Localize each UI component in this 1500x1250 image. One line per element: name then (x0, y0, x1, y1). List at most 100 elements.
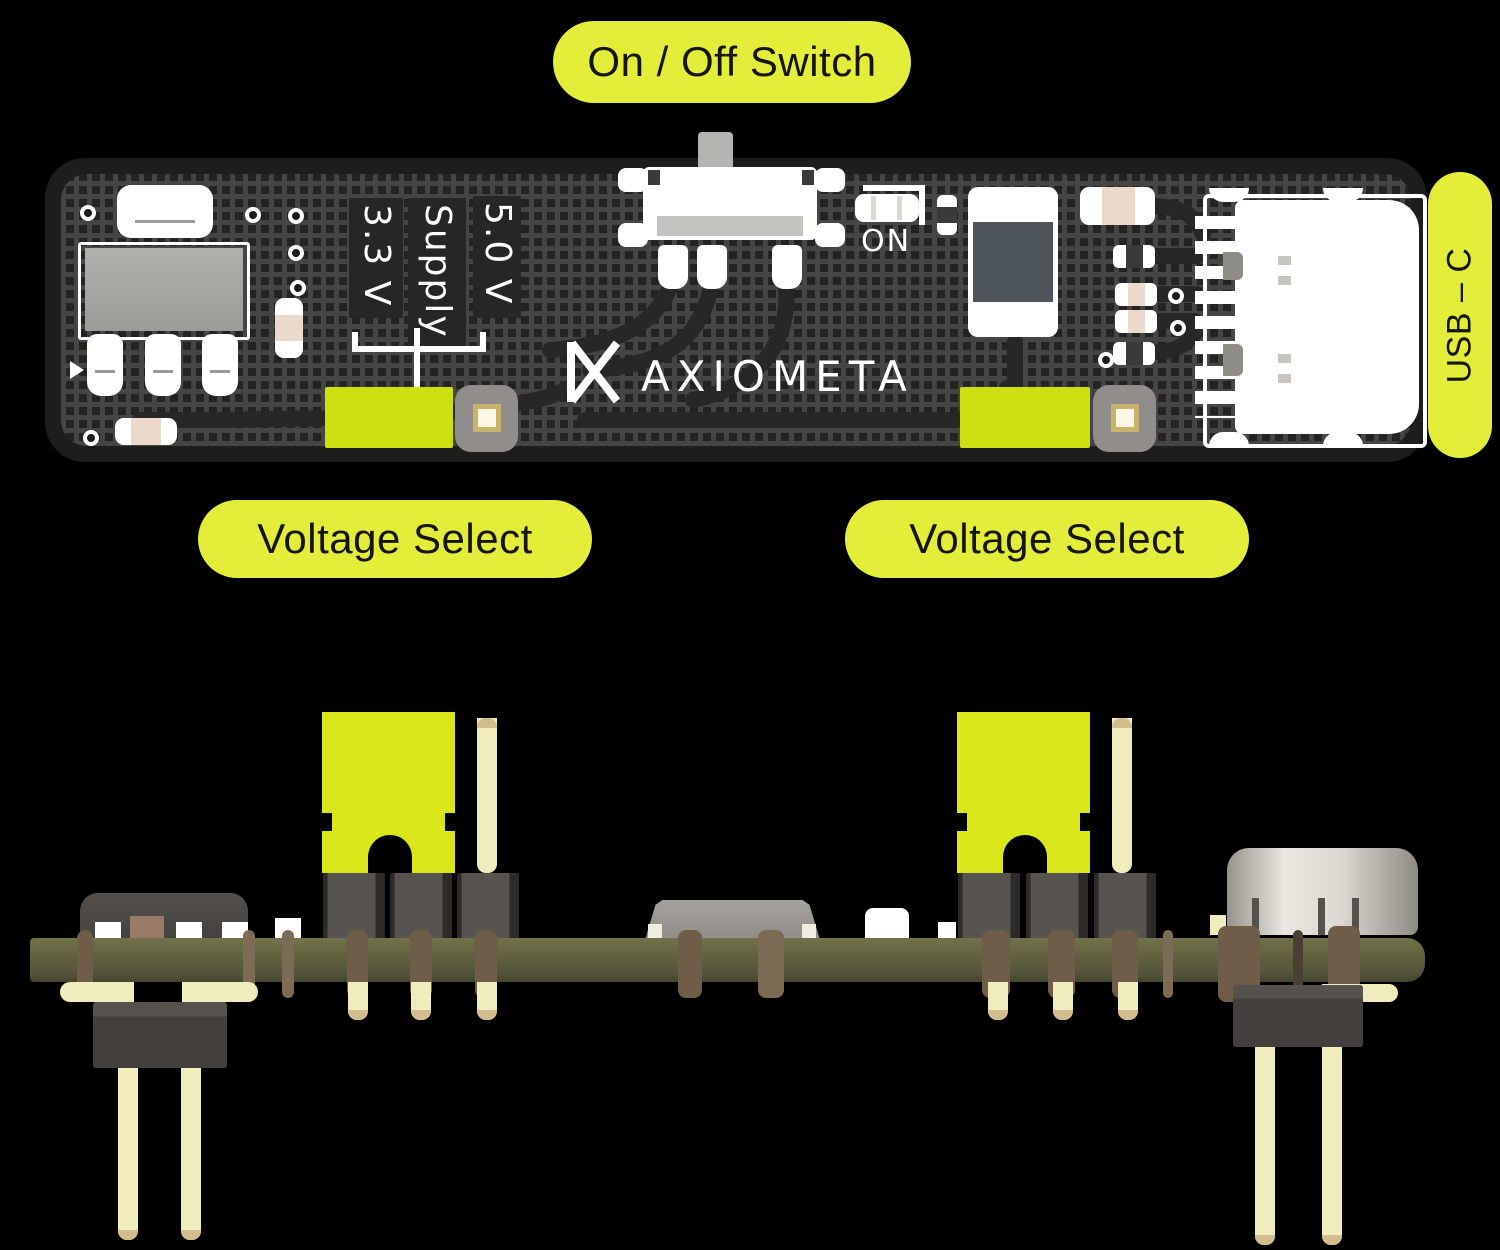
switch-leg-1 (658, 245, 688, 289)
usb-c-connector (1235, 200, 1419, 434)
voltage-jumper-left (325, 387, 453, 448)
pcb-side-view (0, 700, 1500, 1250)
through-hole-pad (243, 930, 255, 998)
regulator-leg-stripe-1 (95, 370, 115, 373)
on-bracket-top (863, 185, 925, 191)
via (80, 205, 96, 221)
side-sot-pad (176, 922, 202, 941)
usb-c-label: USB – C (1428, 172, 1492, 458)
side-usb-c-leg-slot (1318, 898, 1325, 935)
header-pin-stub (1053, 982, 1073, 1020)
silkscreen-5v-patch: 5.0 V (473, 196, 521, 318)
on-off-switch-label-text: On / Off Switch (587, 38, 877, 85)
side-switch (645, 900, 820, 940)
jumper-notch (322, 813, 332, 831)
passive-3-body (1128, 310, 1145, 333)
silkscreen-supply-patch: Supply (408, 198, 466, 350)
power-led (855, 194, 919, 222)
side-switch-foot (802, 924, 816, 940)
power-led-stripe-1 (871, 196, 876, 220)
side-sot-pad (222, 922, 248, 941)
side-led (865, 908, 909, 940)
pin-header-block (1094, 873, 1156, 940)
regulator-leg-stripe-2 (153, 370, 173, 373)
via (83, 430, 99, 446)
regulator-leg-3 (202, 334, 238, 396)
axiometa-logo-mark-icon (567, 340, 621, 404)
usb-c-latch-bottom (1223, 344, 1243, 376)
through-hole-pad (475, 930, 497, 998)
switch-inner-shade (657, 216, 803, 236)
power-led-stripe-2 (897, 196, 902, 220)
usb-c-mount-tab (1323, 188, 1363, 202)
bulk-capacitor-body (973, 222, 1053, 302)
through-hole-pad (347, 930, 368, 998)
usb-c-mount-tab (1323, 432, 1363, 446)
pin-header-block (958, 873, 1020, 940)
resistor-top-right-body (1102, 187, 1135, 225)
rail-bracket-left-tick (352, 332, 358, 352)
side-switch-foot (648, 924, 662, 940)
switch-notch-right (802, 170, 814, 185)
usb-c-mount-tab (1209, 432, 1249, 446)
silkscreen-3v3-text: 3.3 V (356, 204, 397, 308)
via (1168, 288, 1184, 304)
voltage-select-label-right: Voltage Select (845, 500, 1249, 578)
on-bracket-right (919, 185, 925, 225)
bottom-header-pin (181, 1068, 201, 1240)
polarity-arrow-icon (70, 361, 84, 379)
silkscreen-supply-text: Supply (417, 204, 458, 339)
pcb-top-view: 3.3 V Supply 5.0 V (45, 132, 1427, 462)
via (288, 208, 304, 224)
voltage-jumper-right (960, 387, 1090, 448)
axiometa-logo-text: AXIOMETA (641, 352, 914, 401)
through-hole-pad (410, 930, 432, 998)
regulator-leg-2 (145, 334, 181, 396)
through-hole-pad (1293, 930, 1303, 998)
side-small-component (275, 918, 301, 941)
through-hole-pad (282, 930, 294, 998)
usb-c-contact-mark (1278, 276, 1291, 285)
usb-c-pin-comb (1195, 216, 1237, 418)
jumper-notch (1080, 813, 1090, 831)
jumper-notch (957, 813, 967, 831)
silkscreen-5v-text: 5.0 V (477, 202, 518, 306)
switch-leg-2 (697, 245, 727, 289)
side-usb-c-leg-slot (1252, 898, 1259, 935)
header-pin-tall-right (1112, 718, 1132, 873)
voltage-select-label-left: Voltage Select (198, 500, 592, 578)
header-pin-stub (988, 982, 1008, 1020)
led-resistor-body (937, 207, 957, 223)
side-small-square (938, 922, 956, 940)
header-pin-stub (348, 982, 368, 1020)
jumper-arch-cutout (1003, 835, 1047, 873)
via (290, 280, 306, 296)
pin-header-block (390, 873, 452, 940)
through-hole-pad (678, 930, 702, 998)
regulator-leg-1 (87, 334, 123, 396)
usb-c-contact-mark (1278, 354, 1291, 363)
side-jumper-right (957, 712, 1090, 873)
header-pin-stub (411, 982, 431, 1020)
via (1098, 352, 1114, 368)
voltage-select-label-right-text: Voltage Select (909, 515, 1185, 562)
bottom-header-pin (1322, 1047, 1342, 1245)
usb-c-mount-tab (1209, 188, 1249, 202)
bottom-header-right (1233, 985, 1363, 1047)
bent-pin-right (182, 982, 258, 1002)
pcb-edge-bar (30, 938, 1425, 982)
resistor-bottom-left-body (131, 418, 161, 445)
header-pin-stub (477, 982, 497, 1020)
bent-pin-left (60, 982, 134, 1002)
silkscreen-on-text: ON (861, 224, 912, 259)
via (245, 207, 261, 223)
through-hole-pad (77, 930, 93, 998)
passive-2-body (1128, 283, 1145, 306)
via (1170, 320, 1186, 336)
pin-header-block (457, 873, 519, 940)
voltage-select-label-left-text: Voltage Select (257, 515, 533, 562)
input-capacitor-stripe (135, 220, 195, 223)
header-pin-stub (1118, 982, 1138, 1020)
through-hole-pad (758, 930, 784, 998)
